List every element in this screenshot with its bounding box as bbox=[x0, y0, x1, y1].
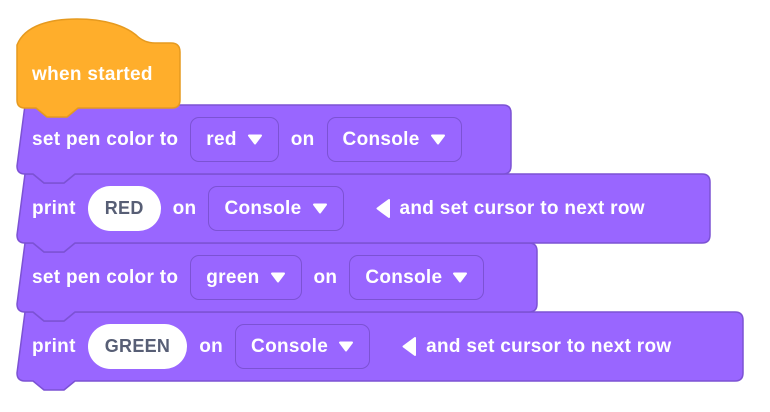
block-shape bbox=[16, 173, 711, 253]
when-started-hat-block[interactable]: when started bbox=[16, 18, 181, 118]
print-text-input[interactable]: GREEN bbox=[87, 324, 188, 369]
block-label: set pen color to bbox=[32, 128, 179, 150]
console-dropdown[interactable]: Console bbox=[326, 117, 462, 162]
block-label: and set cursor to next row bbox=[426, 335, 672, 357]
dropdown-selected-value: green bbox=[206, 266, 260, 288]
print-green-block[interactable]: print GREEN on Console and set cursor to nex… bbox=[16, 311, 744, 391]
dropdown-selected-value: Console bbox=[224, 197, 302, 219]
dropdown-caret-icon bbox=[312, 203, 327, 214]
dropdown-caret-icon bbox=[270, 272, 285, 283]
green-dropdown[interactable]: green bbox=[190, 255, 302, 300]
dropdown-caret-icon bbox=[339, 341, 354, 352]
print-text-input[interactable]: RED bbox=[87, 186, 161, 231]
red-dropdown[interactable]: red bbox=[190, 117, 279, 162]
block-label: print bbox=[32, 335, 76, 357]
next-row-expand-icon bbox=[402, 336, 417, 357]
set-pen-color-red-block[interactable]: set pen color to red on Console bbox=[16, 104, 512, 184]
block-label: and set cursor to next row bbox=[399, 197, 645, 219]
hat-block-label: when started bbox=[32, 63, 153, 85]
block-label: set pen color to bbox=[32, 266, 179, 288]
next-row-expand-icon bbox=[376, 198, 391, 219]
dropdown-selected-value: Console bbox=[365, 266, 443, 288]
dropdown-caret-icon bbox=[453, 272, 468, 283]
left-triangle-icon bbox=[402, 337, 417, 356]
dropdown-caret-icon bbox=[430, 134, 445, 145]
left-triangle-icon bbox=[376, 199, 390, 218]
block-label: on bbox=[313, 266, 338, 288]
block-label: print bbox=[32, 197, 76, 219]
set-pen-color-green-block[interactable]: set pen color to green on Console bbox=[16, 242, 538, 322]
block-label: on bbox=[199, 335, 224, 357]
console-dropdown[interactable]: Console bbox=[208, 186, 344, 231]
dropdown-selected-value: Console bbox=[342, 128, 420, 150]
block-shape bbox=[16, 18, 181, 118]
print-text-value: GREEN bbox=[104, 336, 171, 356]
dropdown-selected-value: red bbox=[206, 128, 237, 150]
dropdown-caret-icon bbox=[247, 134, 262, 145]
block-label: on bbox=[290, 128, 315, 150]
console-dropdown[interactable]: Console bbox=[349, 255, 485, 300]
block-shape bbox=[16, 311, 744, 391]
dropdown-selected-value: Console bbox=[251, 335, 329, 357]
console-dropdown[interactable]: Console bbox=[235, 324, 371, 369]
print-red-block[interactable]: print RED on Console and set cursor to next … bbox=[16, 173, 711, 253]
print-text-value: RED bbox=[104, 198, 144, 218]
block-label: on bbox=[172, 197, 197, 219]
